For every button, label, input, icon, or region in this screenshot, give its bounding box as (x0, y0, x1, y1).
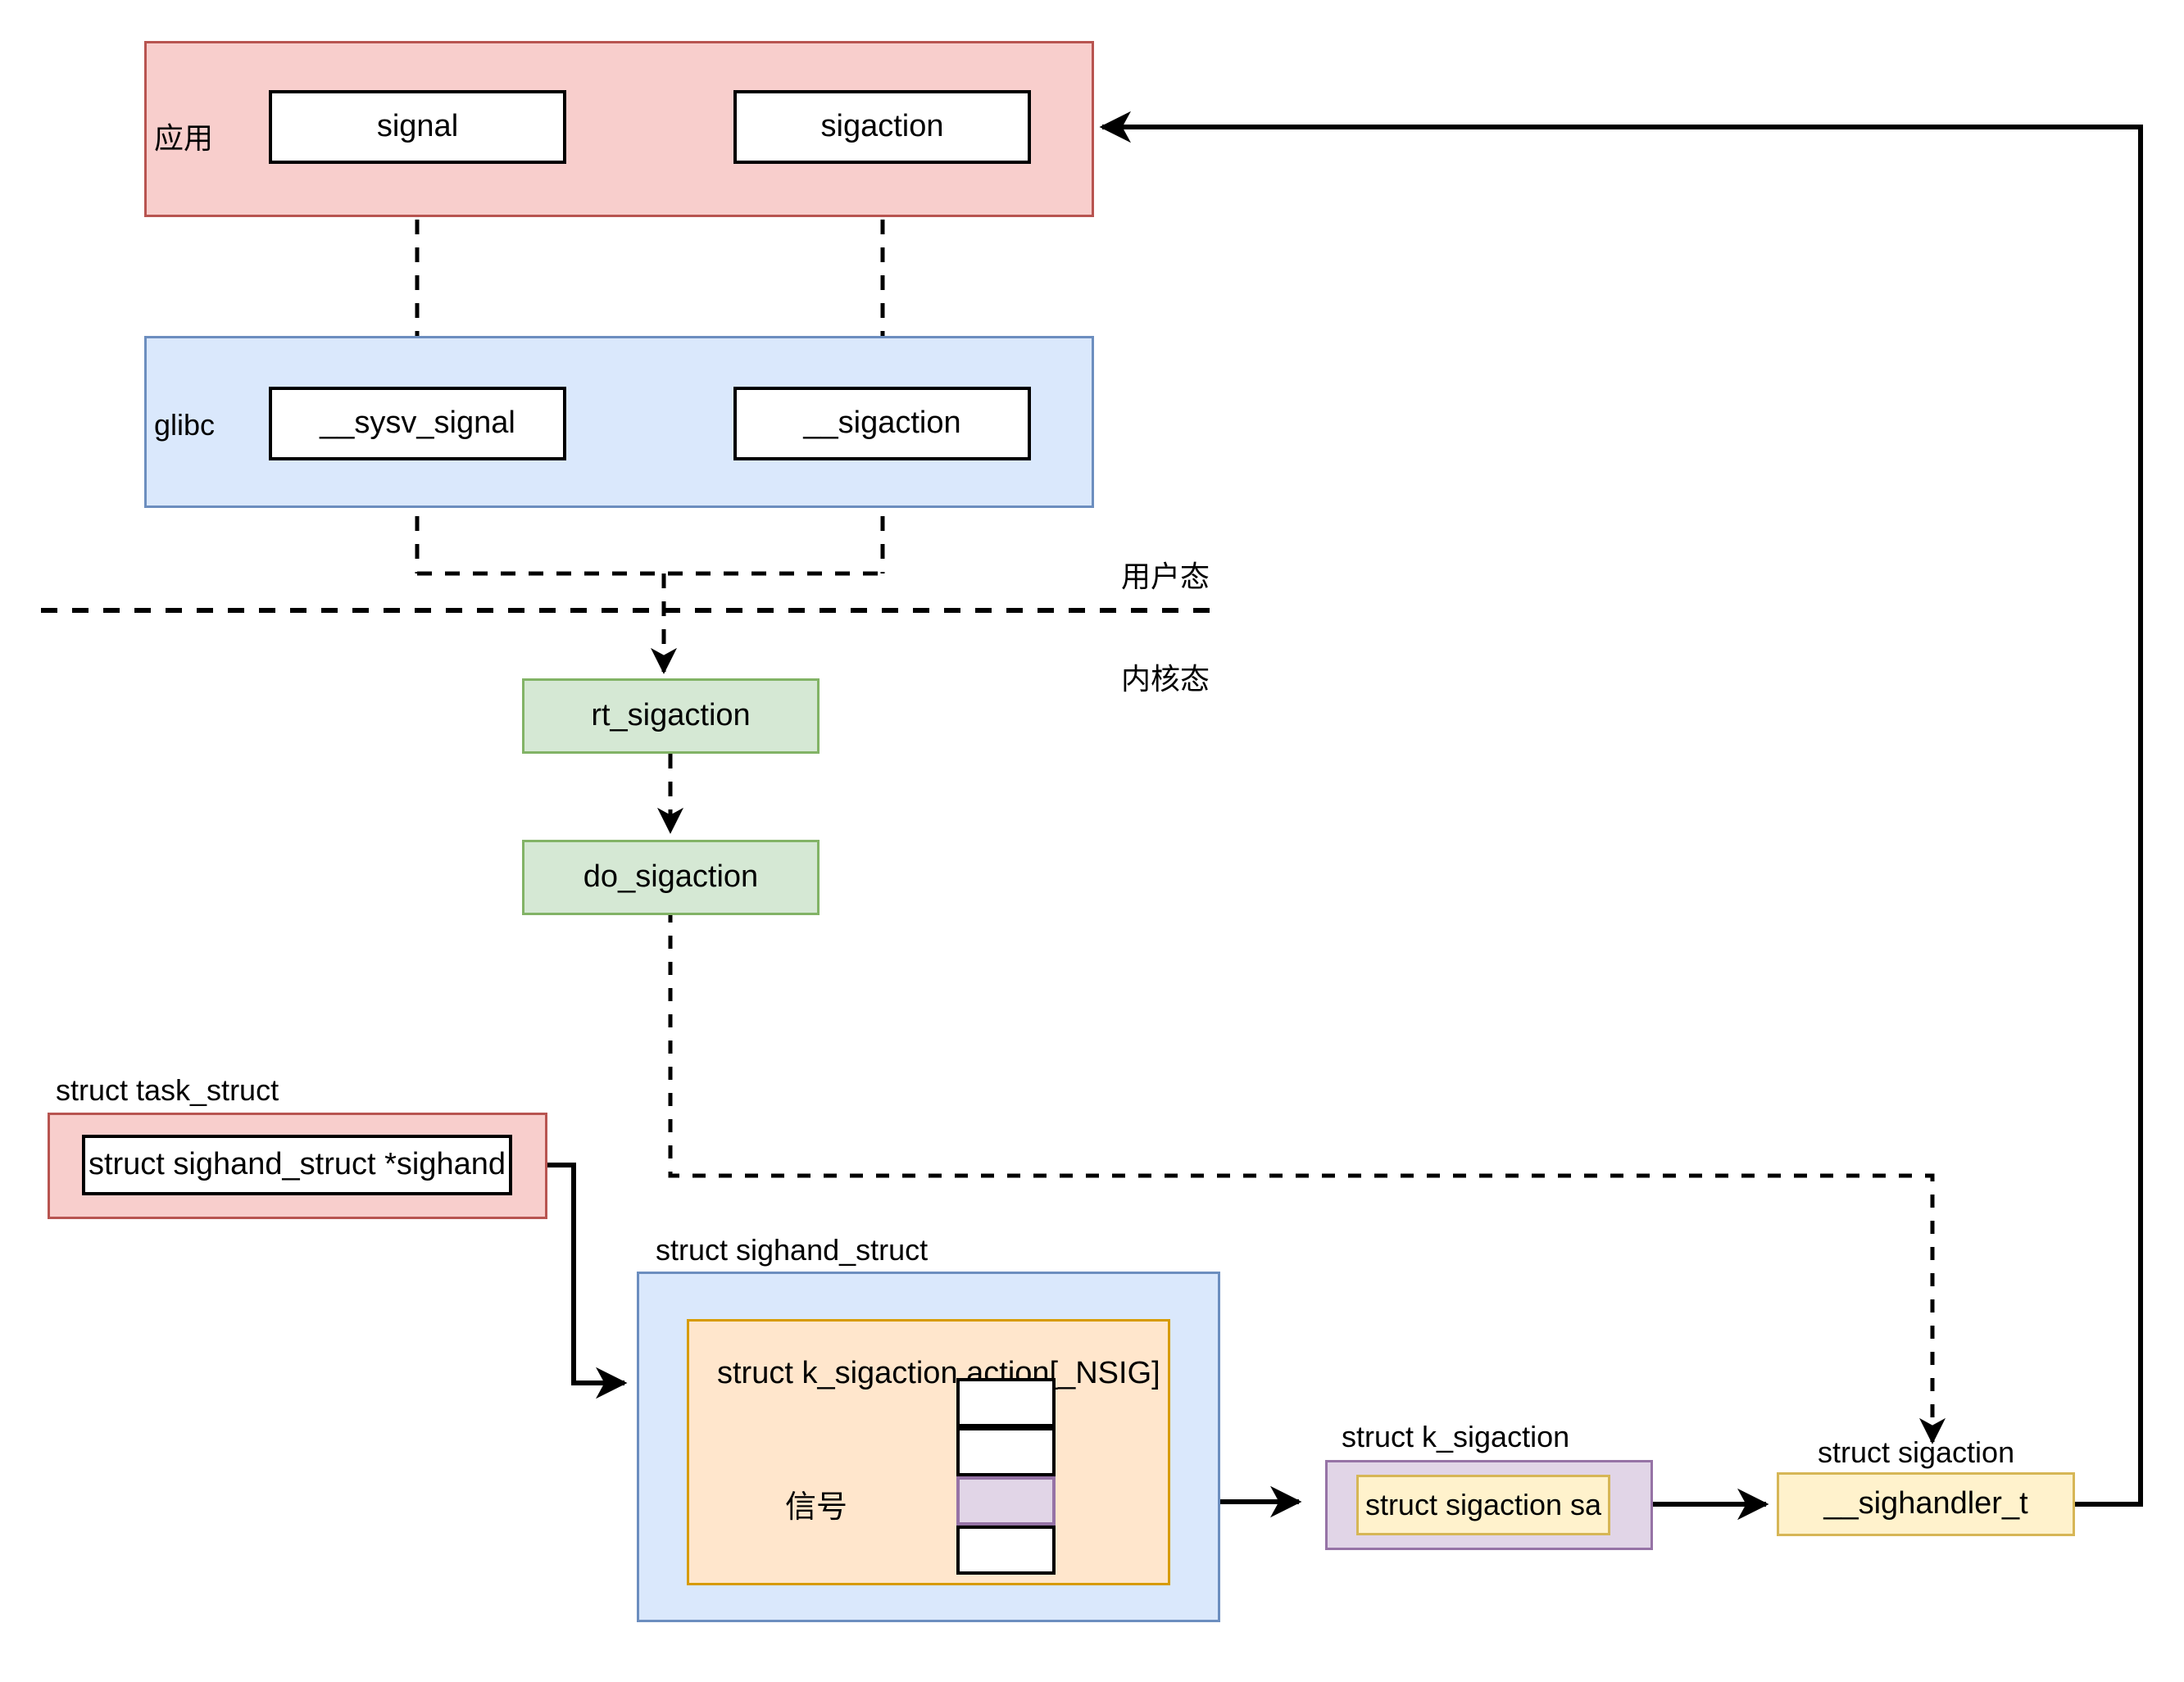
node-signal[interactable]: signal (269, 90, 566, 164)
node-__sigaction[interactable]: __sigaction (733, 387, 1031, 460)
struct-label-k-sigaction: struct k_sigaction (1342, 1420, 1570, 1453)
action-array-cell-0[interactable] (956, 1378, 1056, 1427)
edge-sighandler-back-to-application (1099, 111, 2143, 1507)
action-array-cell-3[interactable] (956, 1526, 1056, 1575)
node-sigaction-sa[interactable]: struct sigaction sa (1356, 1475, 1610, 1535)
layer-label-glibc: glibc (154, 408, 216, 442)
node-sysv-signal[interactable]: __sysv_signal (269, 387, 566, 460)
node-rt-sigaction[interactable]: rt_sigaction (522, 678, 820, 754)
action-array-cell-2-selected[interactable] (956, 1476, 1056, 1526)
struct-label-sighand-struct: struct sighand_struct (656, 1233, 929, 1267)
label-signal-arrow: 信号 (785, 1490, 848, 1525)
mode-label-user: 用户态 (1121, 560, 1210, 593)
label-action-array: struct k_sigaction action[_NSIG] (717, 1356, 1160, 1390)
struct-label-task-struct: struct task_struct (56, 1073, 279, 1107)
action-array-cell-1[interactable] (956, 1427, 1056, 1476)
node-do-sigaction[interactable]: do_sigaction (522, 840, 820, 915)
node-sighandler-t[interactable]: __sighandler_t (1777, 1472, 2075, 1536)
group-action-array (687, 1319, 1170, 1585)
node-sigaction[interactable]: sigaction (733, 90, 1031, 164)
layer-label-application: 应用 (154, 121, 214, 155)
edge-do-sigaction-to-struct-sigaction (668, 909, 1946, 1444)
struct-label-sigaction: struct sigaction (1818, 1435, 2015, 1469)
mode-label-kernel: 内核态 (1121, 662, 1210, 696)
node-sighand-pointer-field[interactable]: struct sighand_struct *sighand (82, 1135, 512, 1195)
